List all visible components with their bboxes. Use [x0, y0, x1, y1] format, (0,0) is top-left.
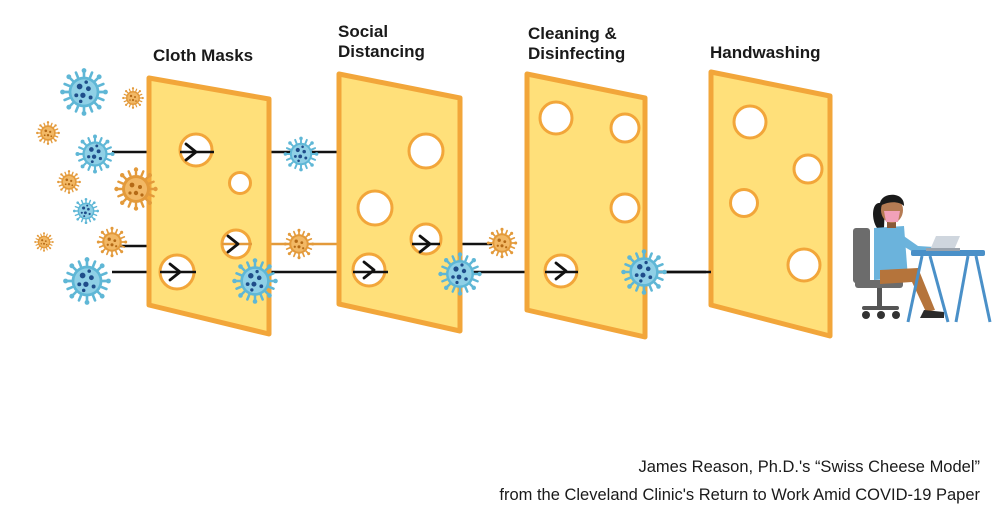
- virus-icon: [121, 86, 145, 110]
- virus-icon: [437, 251, 483, 297]
- caption-line-2: from the Cleveland Clinic's Return to Wo…: [499, 486, 980, 504]
- virus-icon: [61, 255, 113, 307]
- virus-icon: [485, 226, 519, 260]
- arrow-icon: [184, 142, 198, 162]
- cheese-layer-cleaning-disinfecting: [524, 71, 648, 340]
- virus-icon: [33, 231, 55, 253]
- arrow-icon: [168, 262, 182, 282]
- virus-icon: [35, 120, 61, 146]
- layer-label-handwashing: Handwashing: [710, 43, 821, 62]
- cheese-layer-social-distancing: [336, 71, 463, 334]
- arrow-icon: [226, 234, 240, 254]
- arrowheads: [168, 142, 568, 282]
- virus-icon: [113, 166, 159, 212]
- virus-icon: [282, 135, 320, 173]
- arrow-icon: [554, 261, 568, 281]
- cheese-layer-cloth-masks: [146, 75, 272, 337]
- laptop-icon: [926, 236, 960, 251]
- virus-icon: [230, 256, 280, 306]
- virus-icon: [56, 169, 82, 195]
- virus-icon: [74, 133, 116, 175]
- arrow-icon: [418, 234, 432, 254]
- office-worker-icon: [853, 194, 992, 323]
- arrow-icon: [362, 260, 376, 280]
- layer-label-cleaning-disinfecting: Cleaning & Disinfecting: [528, 24, 626, 63]
- layer-label-social-distancing: Social Distancing: [338, 22, 425, 61]
- desk: [906, 250, 992, 323]
- virus-icon: [58, 66, 110, 118]
- virus-icon: [72, 197, 100, 225]
- caption-line-1: James Reason, Ph.D.'s “Swiss Cheese Mode…: [638, 458, 980, 476]
- virus-icon: [619, 247, 669, 297]
- virus-icon: [95, 225, 129, 259]
- layer-label-cloth-masks: Cloth Masks: [153, 46, 254, 65]
- virus-icon: [282, 227, 316, 261]
- cheese-layer-handwashing: [708, 69, 833, 339]
